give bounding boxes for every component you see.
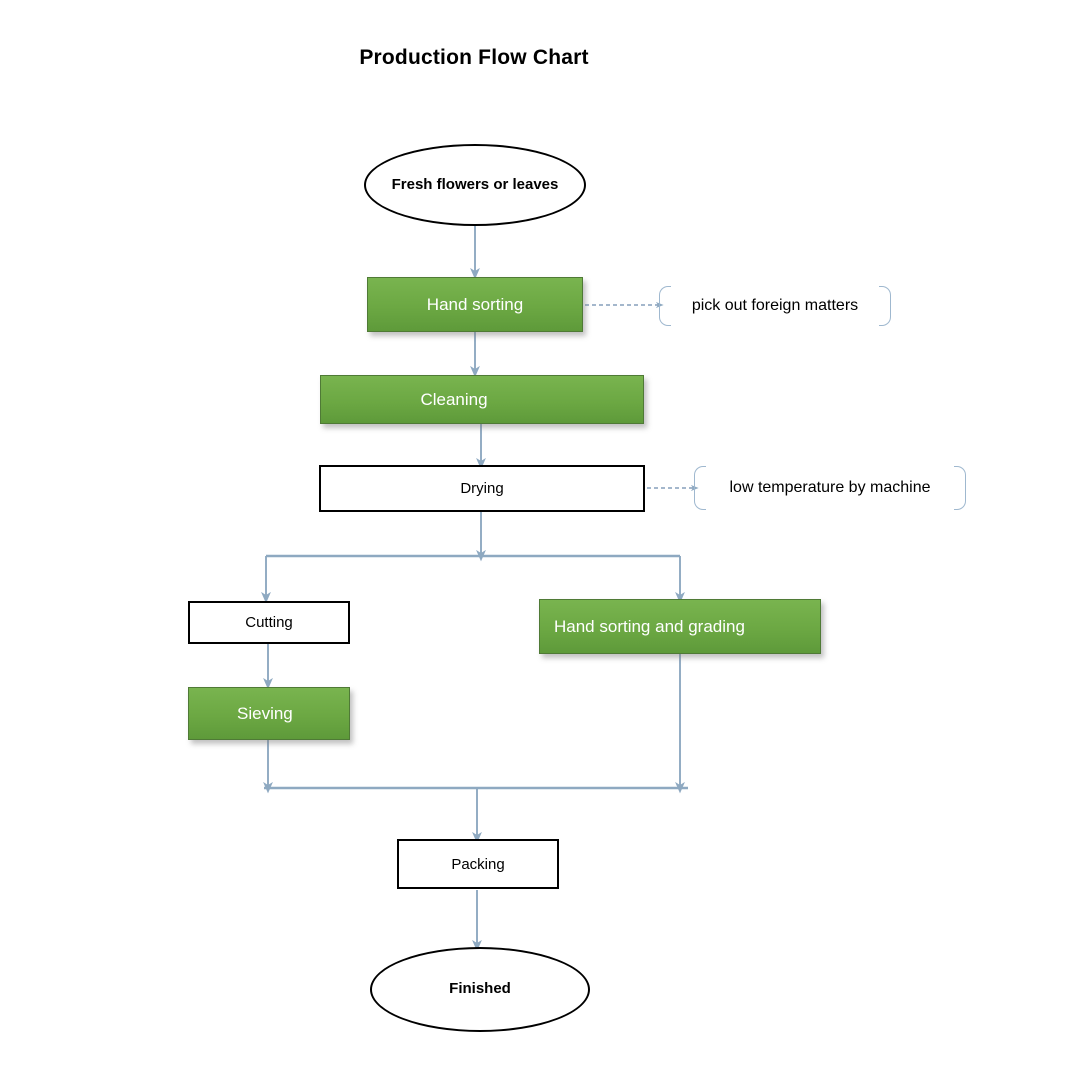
bracket-left-icon [659,286,671,326]
annotation-low-temperature-by-machine: low temperature by machine [694,466,966,510]
node-label: Hand sorting and grading [554,616,745,636]
node-label: Sieving [237,703,293,723]
bracket-right-icon [879,286,891,326]
node-label: Finished [449,980,511,998]
node-label: Packing [451,855,505,873]
node-label: Drying [460,480,504,497]
node-label: Cleaning [420,389,488,409]
node-finished[interactable]: Finished [370,947,590,1032]
node-label: Hand sorting [426,294,524,314]
bracket-left-icon [694,466,706,510]
annotation-label: pick out foreign matters [691,297,859,314]
node-label: Cutting [245,614,293,631]
page-title: Production Flow Chart [359,46,589,69]
node-label: Fresh flowers or leaves [391,175,559,193]
node-hand-sorting[interactable]: Hand sorting [367,277,583,332]
annotation-label: low temperature by machine [729,479,931,496]
node-fresh-flowers-or-leaves[interactable]: Fresh flowers or leaves [364,144,586,226]
node-drying[interactable]: Drying [319,465,645,512]
node-hand-sorting-and-grading[interactable]: Hand sorting and grading [539,599,821,654]
node-packing[interactable]: Packing [397,839,559,889]
node-cleaning[interactable]: Cleaning [320,375,644,424]
node-cutting[interactable]: Cutting [188,601,350,644]
bracket-right-icon [954,466,966,510]
node-sieving[interactable]: Sieving [188,687,350,740]
annotation-pick-out-foreign-matters: pick out foreign matters [659,286,891,326]
